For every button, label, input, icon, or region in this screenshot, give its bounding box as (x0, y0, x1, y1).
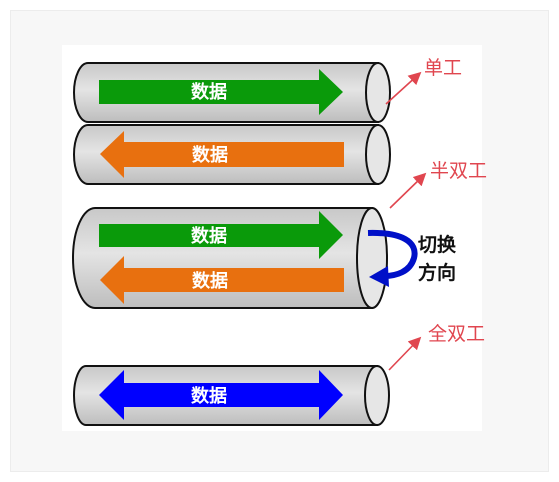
simplex-pointer (385, 71, 422, 105)
backward-data-label-top: 数据 (192, 144, 228, 166)
simplex-data-label: 数据 (191, 81, 227, 103)
backward-arrow-top (100, 131, 344, 178)
half-duplex-label: 半双工 (430, 160, 487, 182)
simplex-label: 单工 (424, 57, 462, 79)
simplex-forward-arrow (99, 69, 343, 115)
half-duplex-backward-arrow (100, 256, 344, 304)
full-duplex-pointer (388, 336, 422, 371)
half-duplex-pointer (389, 172, 427, 209)
switch-direction-label-line2: 方向 (418, 261, 456, 284)
full-duplex-label: 全双工 (428, 323, 485, 345)
half-duplex-forward-label: 数据 (191, 225, 227, 247)
half-duplex-backward-label: 数据 (192, 270, 228, 292)
switch-direction-label-line1: 切换 (418, 233, 457, 256)
full-duplex-bidirectional-arrow (99, 370, 343, 420)
switch-direction-arrow (367, 229, 418, 287)
full-duplex-data-label: 数据 (191, 385, 227, 407)
half-duplex-forward-arrow (99, 211, 343, 259)
